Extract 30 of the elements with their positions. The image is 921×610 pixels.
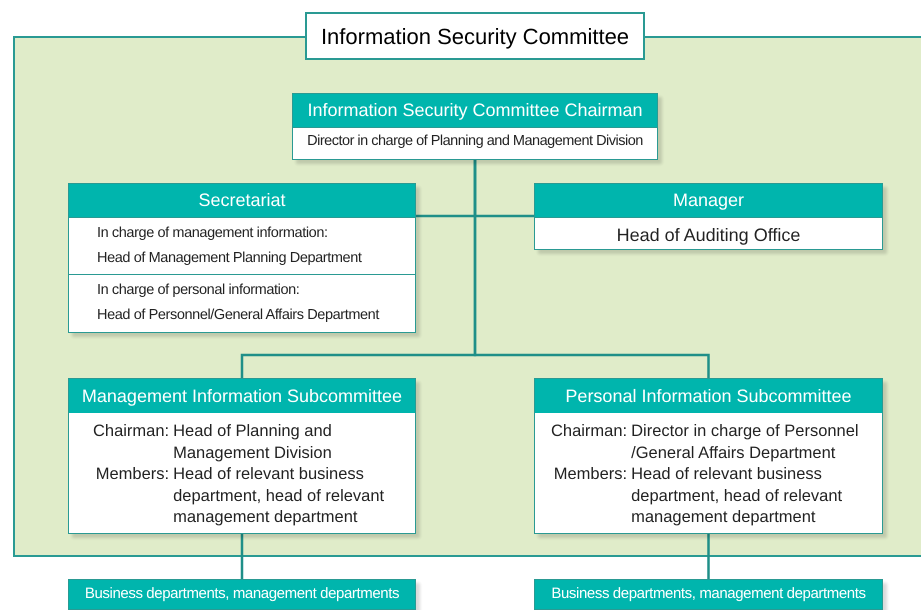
header-text: Manager <box>535 184 882 218</box>
body-text: Head of Auditing Office <box>616 224 802 247</box>
role-label: Chairman: <box>93 421 170 442</box>
role-box <box>68 378 416 534</box>
role-box <box>534 378 883 534</box>
header-text: Management Information Subcommittee <box>69 379 415 413</box>
connector-line <box>474 160 710 378</box>
role-text: Head of Planning and Management Division <box>173 421 333 464</box>
body-text: In charge of management information: Head of Management Planning Department <box>96 224 363 268</box>
role-box <box>292 93 658 160</box>
role-box <box>534 183 883 250</box>
role-label: Chairman: <box>551 421 628 442</box>
role-box <box>68 183 416 333</box>
connector-line <box>707 534 710 579</box>
department-text: Business departments, management departments <box>84 584 400 604</box>
header-text: Secretariat <box>69 184 415 218</box>
header-text: Personal Information Subcommittee <box>535 379 882 413</box>
role-label: Members: <box>552 464 628 485</box>
role-text: Head of relevant business department, head of relevant management department <box>631 464 844 528</box>
body-text: In charge of personal information: Head of Personnel/General Affairs Department <box>69 274 415 331</box>
connector-line <box>240 534 244 579</box>
department-text: Business departments, management departments <box>551 584 866 604</box>
role-label: Members: <box>94 464 170 485</box>
title-box: Information Security Committee <box>305 12 645 60</box>
header-text: Information Security Committee Chairman <box>293 94 657 128</box>
body-text: Director in charge of Planning and Management Division <box>306 132 644 151</box>
department-bar <box>68 579 416 610</box>
role-text: Head of relevant business department, head of relevant management department <box>173 464 386 528</box>
role-text: Director in charge of Personnel /General Affairs Department <box>631 421 860 464</box>
department-bar <box>534 579 883 610</box>
